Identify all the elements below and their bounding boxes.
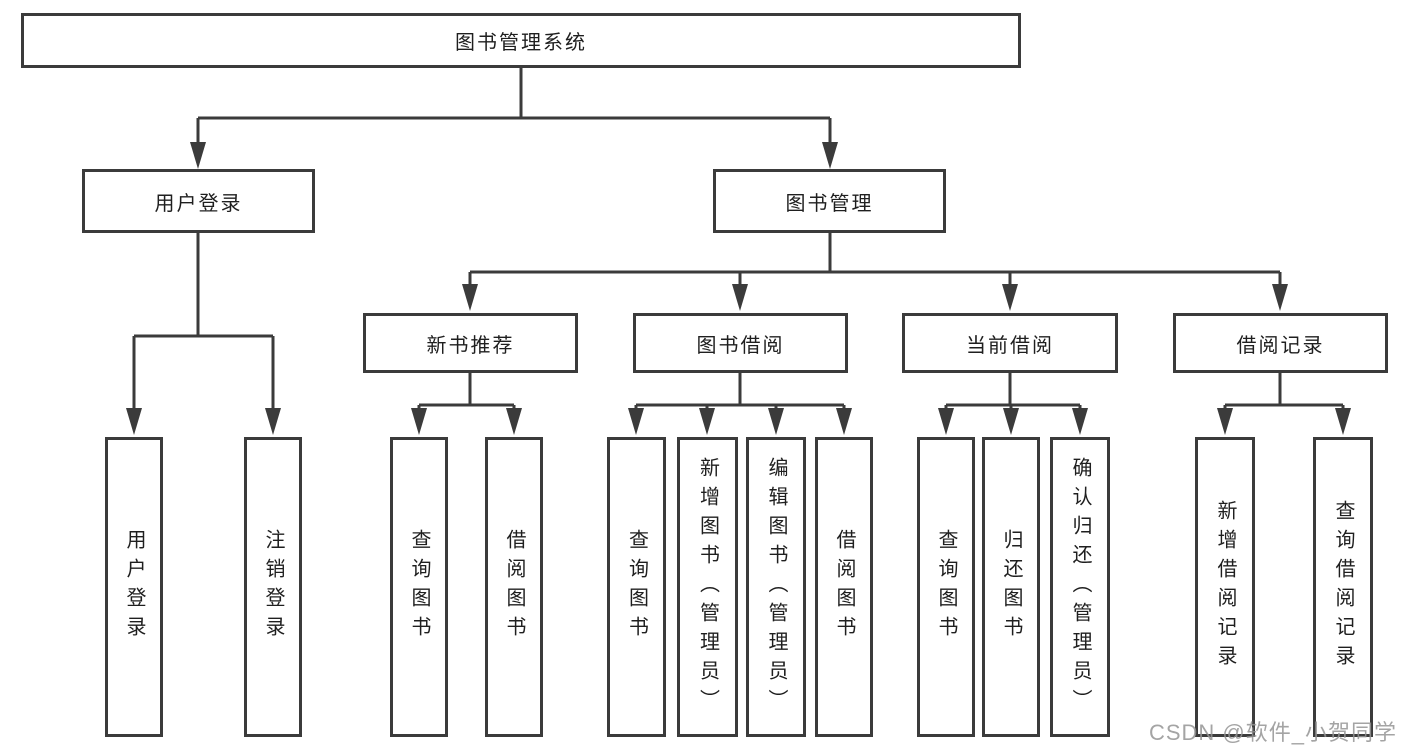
connector-currentborrow-to-leaves — [944, 373, 1082, 410]
leaf-query-books-newbook: 查询图书 — [390, 437, 448, 737]
node-label: 图书管理 — [785, 192, 874, 215]
leaf-return-books: 归还图书 — [982, 437, 1040, 737]
node-label: 当前借阅 — [966, 334, 1054, 357]
leaf-label: 查询图书 — [625, 529, 648, 645]
arrowheads-level3 — [462, 284, 1288, 311]
leaf-label: 查询借阅记录 — [1332, 500, 1354, 674]
leaf-logout: 注销登录 — [244, 437, 302, 737]
node-label: 图书借阅 — [696, 334, 785, 357]
connector-userlogin-to-leaves — [132, 233, 275, 410]
leaf-label: 编辑图书（管理员） — [765, 456, 787, 718]
arrowheads-currentborrow-leaves — [938, 408, 1088, 435]
node-label: 用户登录 — [154, 192, 243, 215]
leaf-label: 新增图书（管理员） — [696, 456, 719, 718]
node-label: 借阅记录 — [1236, 334, 1325, 357]
leaf-confirm-return-admin: 确认归还（管理员） — [1050, 437, 1110, 737]
leaf-label: 归还图书 — [1000, 529, 1022, 645]
arrowheads-userlogin-leaves — [126, 408, 281, 435]
node-book-management: 图书管理 — [713, 169, 946, 233]
connector-bookborrow-to-leaves — [634, 373, 846, 410]
connector-newbook-to-leaves — [417, 373, 516, 410]
leaf-edit-books-admin: 编辑图书（管理员） — [746, 437, 806, 737]
leaf-query-books-current: 查询图书 — [917, 437, 975, 737]
arrowheads-bookborrow-leaves — [628, 408, 852, 435]
arrowheads-level2 — [190, 142, 838, 169]
leaf-user-login: 用户登录 — [105, 437, 163, 737]
node-label: 新书推荐 — [426, 334, 515, 357]
leaf-add-borrow-record: 新增借阅记录 — [1195, 437, 1255, 737]
node-library-management-system: 图书管理系统 — [21, 13, 1021, 68]
leaf-label: 用户登录 — [123, 529, 145, 645]
node-new-book-recommendation: 新书推荐 — [363, 313, 578, 373]
leaf-label: 借阅图书 — [833, 529, 855, 645]
node-label: 图书管理系统 — [455, 32, 587, 54]
node-book-borrowing: 图书借阅 — [633, 313, 848, 373]
arrowheads-newbook-leaves — [411, 408, 522, 435]
connector-root-to-level2 — [196, 68, 832, 144]
csdn-watermark: CSDN @软件_小贺同学 — [1148, 720, 1397, 745]
connector-bookmgmt-to-level3 — [468, 233, 1282, 286]
arrowheads-borrowrecord-leaves — [1217, 408, 1351, 435]
leaf-borrow-books-newbook: 借阅图书 — [485, 437, 543, 737]
leaf-label: 查询图书 — [408, 529, 430, 645]
leaf-label: 确认归还（管理员） — [1069, 456, 1091, 718]
leaf-label: 新增借阅记录 — [1214, 500, 1236, 674]
leaf-query-borrow-record: 查询借阅记录 — [1313, 437, 1373, 737]
leaf-label: 借阅图书 — [503, 529, 525, 645]
leaf-borrow-books: 借阅图书 — [815, 437, 873, 737]
leaf-add-books-admin: 新增图书（管理员） — [677, 437, 738, 737]
leaf-label: 查询图书 — [935, 529, 957, 645]
node-borrowing-records: 借阅记录 — [1173, 313, 1388, 373]
connector-borrowrecord-to-leaves — [1223, 373, 1345, 410]
node-current-borrowing: 当前借阅 — [902, 313, 1118, 373]
leaf-query-books-borrow: 查询图书 — [607, 437, 666, 737]
node-user-login: 用户登录 — [82, 169, 315, 233]
leaf-label: 注销登录 — [262, 529, 284, 645]
